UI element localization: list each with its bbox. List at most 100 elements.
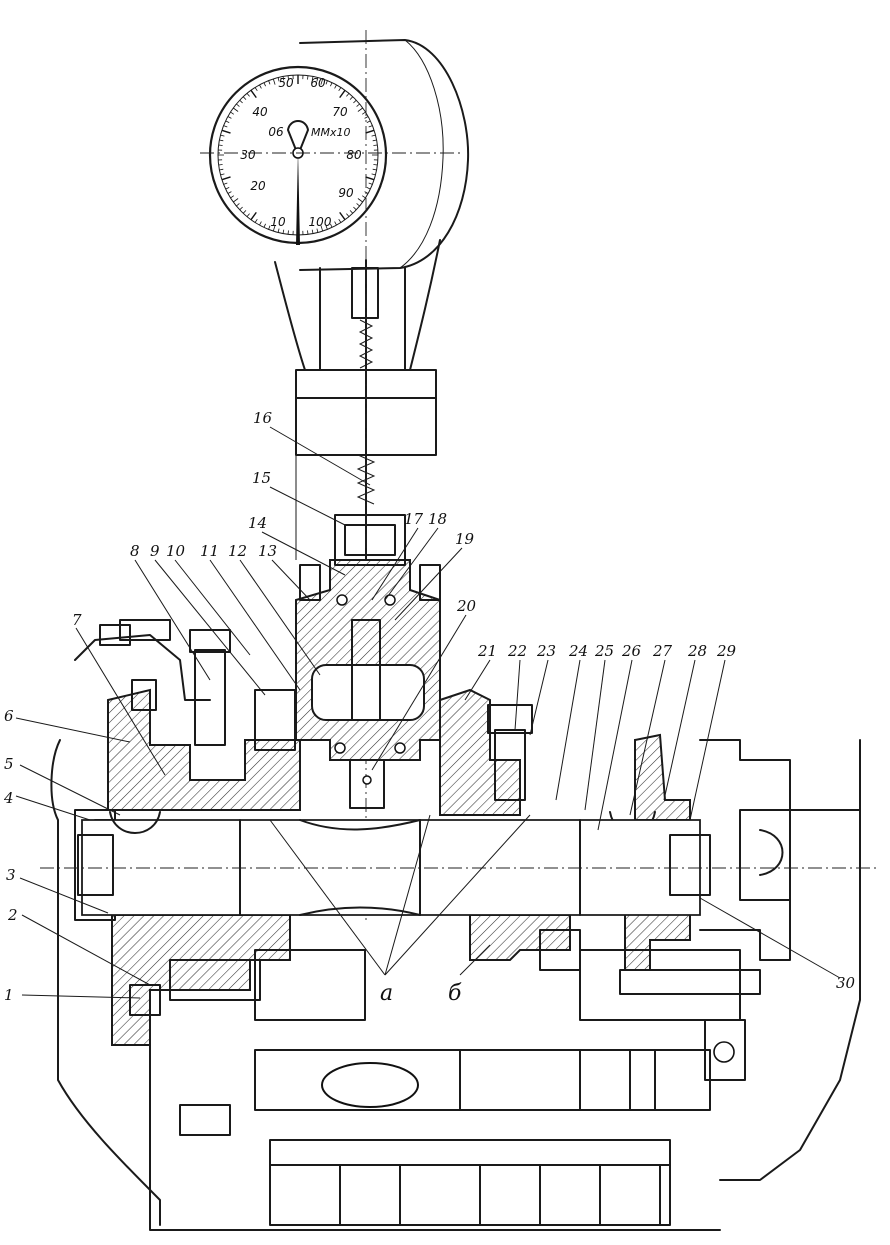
dial-tick (233, 107, 239, 112)
dial-tick (316, 228, 319, 233)
dial-tick (223, 182, 228, 185)
right-housing (439, 688, 861, 1181)
dial-tick (372, 139, 377, 142)
dial-tick (250, 211, 257, 221)
dial-number-10: 10 (270, 215, 286, 229)
dial-tick (277, 77, 280, 82)
dial-tick (366, 120, 371, 123)
base-frame (149, 949, 741, 1231)
callout-10: 10 (166, 542, 186, 560)
dial-tick (254, 87, 258, 92)
dial-tick (346, 93, 350, 97)
dial-tick (246, 213, 250, 217)
callout-20: 20 (456, 597, 477, 615)
dial-tick (218, 144, 223, 146)
dial-tick (254, 218, 258, 223)
dial-tick (371, 134, 376, 137)
dial-tick (225, 187, 230, 190)
dial-tick (227, 191, 232, 194)
callout-6: 6 (4, 707, 14, 725)
callout-27: 27 (652, 642, 673, 660)
callout-21: 21 (477, 642, 497, 660)
dial-tick (356, 103, 360, 107)
dial-tick (311, 76, 314, 81)
dial-tick (236, 203, 240, 207)
dial-number-30: 30 (240, 148, 256, 162)
dial-tick (307, 230, 309, 235)
dial-tick (219, 139, 224, 142)
callout-22: 22 (507, 642, 527, 660)
dial-tick (356, 203, 360, 207)
callout-4: 4 (3, 789, 14, 807)
dial-indicator: 10 20 30 40 50 60 70 80 90 100 06 ММх10 (208, 39, 470, 271)
dial-tick (282, 76, 285, 81)
dial-tick (221, 129, 231, 134)
dial-tick (316, 77, 319, 82)
dial-tick (372, 168, 377, 171)
dial-tick (365, 129, 375, 134)
dial-tick (225, 120, 230, 123)
dial-tick (227, 116, 232, 119)
dial-tick (338, 218, 342, 223)
dial-tick (272, 225, 276, 232)
dial-tick (221, 176, 231, 181)
dial-tick (366, 187, 371, 190)
dial-tick (230, 195, 235, 199)
dial-tick (239, 99, 243, 104)
callout-29: 29 (716, 642, 737, 660)
dial-tick (353, 206, 357, 211)
dial-tick (373, 144, 378, 146)
callout-19: 19 (455, 530, 475, 548)
dial-tick (311, 229, 314, 234)
callout-11: 11 (200, 542, 219, 560)
dial-tick (361, 111, 366, 115)
callout-5: 5 (4, 755, 14, 773)
dial-tick (325, 225, 328, 230)
dial-tick (330, 223, 333, 228)
callout-23: 23 (536, 642, 556, 660)
dial-tick (259, 221, 262, 226)
dial-tick (272, 78, 276, 85)
callout-12: 12 (228, 542, 247, 560)
dial-tick (357, 198, 363, 203)
dial-tick (277, 228, 280, 233)
callout-28: 28 (687, 642, 707, 660)
callout-8: 8 (130, 542, 140, 560)
dial-tick (357, 107, 363, 112)
callout-25: 25 (594, 642, 614, 660)
dial-tick (361, 195, 366, 199)
dial-number-20: 20 (250, 179, 266, 193)
callout-9: 9 (150, 542, 160, 560)
main-shaft (40, 811, 880, 916)
upper-housing (295, 514, 471, 809)
zone-label-a: а (380, 981, 393, 1006)
dial-number-40: 40 (252, 105, 268, 119)
dial-tick (246, 93, 250, 97)
dial-tick (287, 75, 289, 80)
dial-tick (242, 210, 247, 214)
dial-number-70: 70 (332, 105, 348, 119)
dial-tick (368, 182, 373, 185)
dial-tick (371, 173, 376, 176)
callout-2: 2 (7, 906, 18, 924)
dial-tick (233, 198, 239, 203)
dial-tick (287, 230, 289, 235)
dial-tick (263, 223, 266, 228)
dial-tick (282, 229, 285, 234)
dial-tick (236, 103, 240, 107)
dial-number-90: 90 (338, 186, 354, 200)
callout-16: 16 (253, 409, 273, 427)
dial-tick (239, 206, 243, 211)
dial-tick (223, 125, 228, 128)
callout-13: 13 (258, 542, 277, 560)
callout-labels: 1 2 3 4 5 6 7 8 9 10 11 12 13 14 15 16 1… (3, 409, 856, 1006)
dial-unit: ММх10 (311, 126, 351, 139)
dial-tick (263, 82, 266, 87)
dial-tick (368, 125, 373, 128)
dial-tick (220, 134, 225, 137)
dial-tick (219, 168, 224, 171)
dial-tick (338, 87, 342, 92)
dial-tick (307, 75, 309, 80)
callout-24: 24 (568, 642, 588, 660)
